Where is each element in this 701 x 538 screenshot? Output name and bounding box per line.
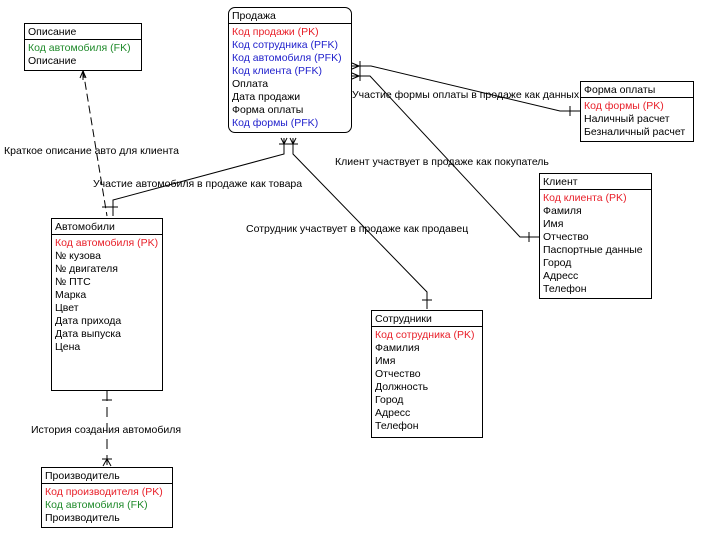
entity-attribute-plain: Имя (375, 355, 396, 367)
entity-attribute-plain: Город (543, 257, 572, 269)
entity-attribute-plain: Описание (28, 55, 77, 67)
entity-title: Клиент (540, 174, 651, 190)
rel-label-sotrudnik-prodazha: Сотрудник участвует в продаже как продав… (246, 223, 469, 235)
rel-label-opisanie-avto: Краткое описание авто для клиента (4, 145, 179, 157)
rel-line-prodazha-klient (351, 71, 539, 242)
entity-attribute-plain: Адресс (543, 270, 579, 282)
entity-attribute-plain: Отчество (375, 368, 421, 380)
entity-attribute-plain: Дата прихода (55, 315, 122, 327)
rel-label-forma-prodazha: Участие формы оплаты в продаже как данны… (352, 89, 580, 101)
entity-opisanie[interactable]: Описание Код автомобиля (FK)Описание (24, 23, 142, 71)
entity-attribute-plain: № двигателя (55, 263, 118, 275)
rel-label-avto-prodazha: Участие автомобиля в продаже как товара (93, 178, 303, 190)
entity-attribute-plain: Паспортные данные (543, 244, 643, 256)
entity-attribute-pk: Код производителя (PK) (45, 486, 163, 498)
entity-attribute-pfk: Код клиента (PFK) (232, 65, 322, 77)
entity-attribute-pk: Код автомобиля (PK) (55, 237, 159, 249)
entity-prodazha[interactable]: Продажа Код продажи (PK)Код сотрудника (… (228, 7, 352, 133)
entity-attribute-pk: Код продажи (PK) (232, 26, 319, 38)
entity-title: Автомобили (52, 219, 162, 235)
entity-attribute-plain: Телефон (375, 420, 419, 432)
entity-attribute-pfk: Код формы (PFK) (232, 117, 319, 129)
entity-attributes: Код производителя (PK)Код автомобиля (FK… (42, 484, 172, 527)
entity-attribute-pk: Код сотрудника (PK) (375, 329, 475, 341)
entity-title: Продажа (229, 8, 351, 24)
entity-attribute-plain: № ПТС (55, 276, 91, 288)
entity-title: Сотрудники (372, 311, 482, 327)
rel-line-prodazha-sotrudniki (288, 137, 432, 309)
entity-attribute-plain: Оплата (232, 78, 269, 90)
entity-attribute-plain: Телефон (543, 283, 587, 295)
entity-attributes: Код автомобиля (FK)Описание (25, 40, 141, 70)
entity-title: Форма оплаты (581, 82, 693, 98)
entity-attribute-pfk: Код сотрудника (PFK) (232, 39, 338, 51)
entity-attribute-plain: Фамиля (543, 205, 582, 217)
entity-attribute-plain: Имя (543, 218, 564, 230)
entity-attribute-plain: Цена (55, 341, 81, 353)
entity-attribute-plain: Дата выпуска (55, 328, 122, 340)
entity-attribute-plain: Марка (55, 289, 87, 301)
entity-attribute-pk: Код формы (PK) (584, 100, 664, 112)
entity-attribute-plain: Наличный расчет (584, 113, 670, 125)
entity-attribute-fk: Код автомобиля (FK) (28, 42, 131, 54)
entity-attribute-plain: Город (375, 394, 404, 406)
rel-line-prodazha-forma (351, 61, 580, 116)
entity-attribute-plain: Производитель (45, 512, 120, 524)
entity-attributes: Код продажи (PK)Код сотрудника (PFK)Код … (229, 24, 351, 132)
entity-title: Описание (25, 24, 141, 40)
entity-attribute-plain: Должность (375, 381, 429, 393)
rel-line-prodazha-avtomobili (108, 137, 289, 216)
entity-attribute-plain: Отчество (543, 231, 589, 243)
entity-attribute-plain: Безналичный расчет (584, 126, 686, 138)
rel-line-avtomobili-proizvoditel (102, 391, 112, 467)
rel-label-proizvoditel-avto: История создания автомобиля (31, 424, 182, 436)
entity-attribute-pfk: Код автомобиля (PFK) (232, 52, 342, 64)
entity-attribute-pk: Код клиента (PK) (543, 192, 627, 204)
rel-label-klient-prodazha: Клиент участвует в продаже как покупател… (335, 156, 549, 168)
entity-proizvoditel[interactable]: Производитель Код производителя (PK)Код … (41, 467, 173, 528)
entity-attribute-plain: № кузова (55, 250, 101, 262)
entity-title: Производитель (42, 468, 172, 484)
entity-forma-oplaty[interactable]: Форма оплаты Код формы (PK)Наличный расч… (580, 81, 694, 142)
entity-attribute-plain: Адресс (375, 407, 411, 419)
entity-attribute-plain: Фамилия (375, 342, 420, 354)
entity-attribute-plain: Дата продажи (232, 91, 301, 103)
entity-attribute-fk: Код автомобиля (FK) (45, 499, 148, 511)
entity-attribute-plain: Форма оплаты (232, 104, 304, 116)
rel-line-opisanie-avtomobili (78, 69, 112, 217)
entity-attribute-plain: Цвет (55, 302, 79, 314)
